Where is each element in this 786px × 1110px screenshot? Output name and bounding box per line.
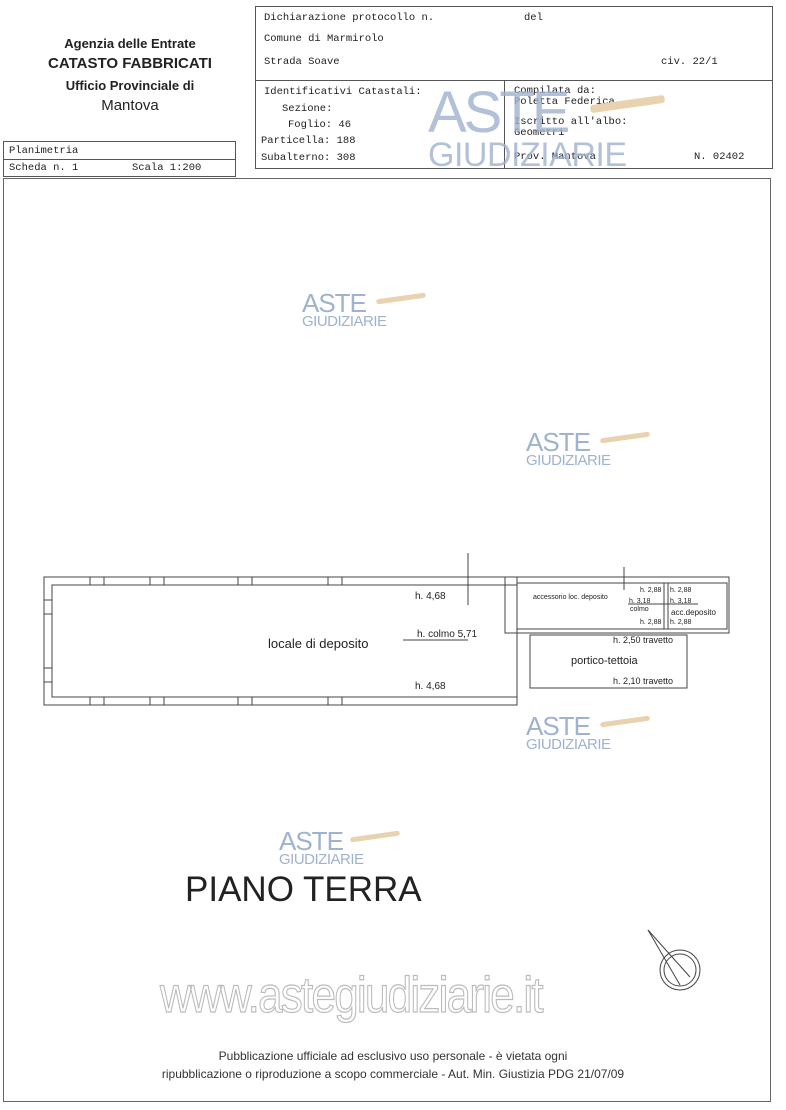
north-arrow-icon bbox=[647, 929, 701, 991]
province: Prov. Mantova bbox=[514, 151, 596, 163]
watermark-aste: ASTE bbox=[428, 80, 570, 145]
agency-name: Agenzia delle Entrate bbox=[64, 36, 196, 51]
wall-piers bbox=[43, 576, 343, 706]
comune: Comune di Marmirolo bbox=[264, 33, 384, 45]
watermark-header: ASTE GIUDIZIARIE bbox=[428, 80, 627, 174]
ridge-label: colmo bbox=[630, 606, 649, 613]
footer-line-2: ripubblicazione o riproduzione a scopo c… bbox=[161, 1067, 625, 1081]
height-label-bottom: h. 4,68 bbox=[415, 681, 446, 692]
room-label-portico: portico-tettoia bbox=[571, 655, 638, 667]
room-label-acc-deposito: acc.deposito bbox=[671, 608, 716, 617]
declaration-box: Dichiarazione protocollo n. del Comune d… bbox=[255, 6, 773, 81]
floor-title: PIANO TERRA bbox=[185, 870, 422, 909]
height-label: h. 2,88 bbox=[670, 619, 692, 626]
subalterno: Subalterno: 308 bbox=[261, 152, 356, 164]
sheet-number: Scheda n. 1 bbox=[9, 162, 79, 174]
sezione: Sezione: bbox=[282, 103, 333, 115]
register-number: N. 02402 bbox=[694, 151, 745, 163]
height-label-top: h. 4,68 bbox=[415, 591, 446, 602]
foglio: Foglio: 46 bbox=[288, 119, 352, 131]
office-label: Ufficio Provinciale di bbox=[65, 78, 195, 93]
sheet-box: Planimetria Scheda n. 1 Scala 1:200 bbox=[3, 141, 236, 177]
particella: Particella: 188 bbox=[261, 135, 356, 147]
street: Strada Soave bbox=[264, 56, 340, 68]
office-city: Mantova bbox=[101, 97, 159, 114]
civic-number: civ. 22/1 bbox=[661, 56, 718, 68]
height-label: h. 3,18 bbox=[670, 598, 692, 605]
height-label: h. 2,88 bbox=[640, 619, 662, 626]
height-label: h. 2,88 bbox=[640, 587, 662, 594]
ids-title: Identificativi Catastali: bbox=[264, 86, 422, 98]
beam-height-label: h. 2,10 travetto bbox=[613, 676, 674, 686]
height-label: h. 2,88 bbox=[670, 587, 692, 594]
watermark-giudiziarie: GIUDIZIARIE bbox=[428, 136, 627, 174]
register-label: Iscritto all'albo: bbox=[514, 116, 628, 128]
catasto-title: CATASTO FABBRICATI bbox=[48, 55, 212, 72]
compiled-by-name: Poletta Federica bbox=[514, 96, 615, 108]
register-value: Geometri bbox=[514, 127, 565, 139]
drawing-frame bbox=[3, 178, 771, 1102]
watermark-url: www.astegiudiziarie.it bbox=[159, 966, 544, 1023]
ridge-height-label: h. colmo 5,71 bbox=[417, 629, 478, 640]
declaration-label: Dichiarazione protocollo n. bbox=[264, 12, 435, 24]
room-label-main: locale di deposito bbox=[268, 636, 369, 651]
footer-line-1: Pubblicazione ufficiale ad esclusivo uso… bbox=[218, 1049, 568, 1063]
sheet-scale: Scala 1:200 bbox=[132, 162, 202, 174]
cadastral-ids-box: Identificativi Catastali: Sezione: Fogli… bbox=[255, 80, 773, 169]
compiled-by-label: Compilata da: bbox=[514, 85, 596, 97]
sheet-type: Planimetria bbox=[9, 145, 79, 157]
declaration-date-label: del bbox=[524, 12, 543, 24]
height-label: h. 3,18 bbox=[629, 598, 651, 605]
beam-height-label: h. 2,50 travetto bbox=[613, 635, 674, 645]
room-label-accessory: accessorio loc. deposito bbox=[533, 594, 608, 601]
